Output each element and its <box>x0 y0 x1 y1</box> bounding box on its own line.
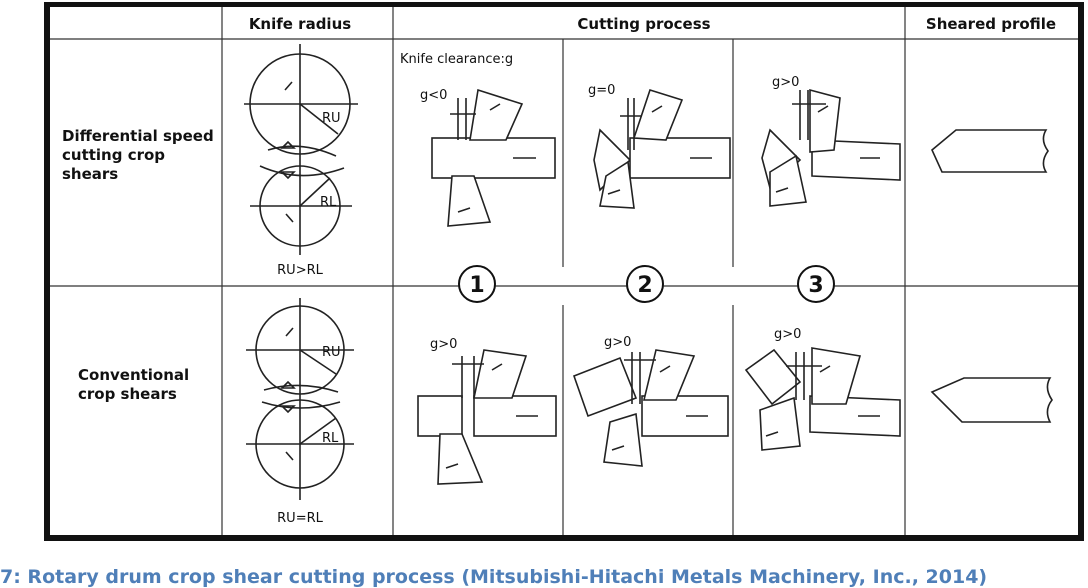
row2-step1-label: g>0 <box>430 337 457 352</box>
row1-step1-drawing: g<0 <box>420 88 556 227</box>
header-sheared-profile: Sheared profile <box>926 15 1056 33</box>
row1-step2-label: g=0 <box>588 83 615 98</box>
row2-step2-drawing: g>0 <box>572 335 729 467</box>
row1-radius-relation: RU>RL <box>277 263 323 278</box>
table-body <box>50 7 1078 535</box>
row1-step3-drawing: g>0 <box>761 75 901 207</box>
row2-step3-label: g>0 <box>774 327 801 342</box>
row2-step3-drawing: g>0 <box>744 327 901 451</box>
row1-upper-radius-label: RU <box>322 111 341 126</box>
header-knife-radius: Knife radius <box>249 15 351 33</box>
row2-step1-drawing: g>0 <box>417 337 557 485</box>
row1-step3-label: g>0 <box>772 75 799 90</box>
row1-label-line1: Differential speed <box>62 127 214 145</box>
row2-radius-relation: RU=RL <box>277 511 323 526</box>
row2-upper-radius-label: RU <box>322 345 341 360</box>
row1-step2-drawing: g=0 <box>588 83 731 209</box>
row2-label-line1: Conventional <box>78 366 189 384</box>
row2-lower-radius-label: RL <box>322 431 339 446</box>
row1-label-line3: shears <box>62 165 118 183</box>
step-marker-1: 1 <box>458 265 496 303</box>
table-grid <box>50 7 1078 535</box>
figure-caption: 7: Rotary drum crop shear cutting proces… <box>0 566 987 588</box>
row1-knife-radius-drawing: RU RL <box>244 44 358 255</box>
row1-label-line2: cutting crop <box>62 146 165 164</box>
step-number-1: 1 <box>469 273 484 298</box>
row1-lower-radius-label: RL <box>320 195 337 210</box>
knife-clearance-note: Knife clearance:g <box>400 52 513 67</box>
row1-sheared-profile <box>931 129 1049 173</box>
header-cutting-process: Cutting process <box>577 15 710 33</box>
step-number-3: 3 <box>808 273 823 298</box>
step-marker-3: 3 <box>797 265 835 303</box>
row1-step1-label: g<0 <box>420 88 447 103</box>
step-number-2: 2 <box>637 273 652 298</box>
row2-step2-label: g>0 <box>604 335 631 350</box>
row2-label-line2: crop shears <box>78 385 177 403</box>
row2-knife-radius-drawing: RU RL <box>246 298 354 500</box>
row2-sheared-profile <box>930 377 1053 423</box>
step-marker-2: 2 <box>626 265 664 303</box>
